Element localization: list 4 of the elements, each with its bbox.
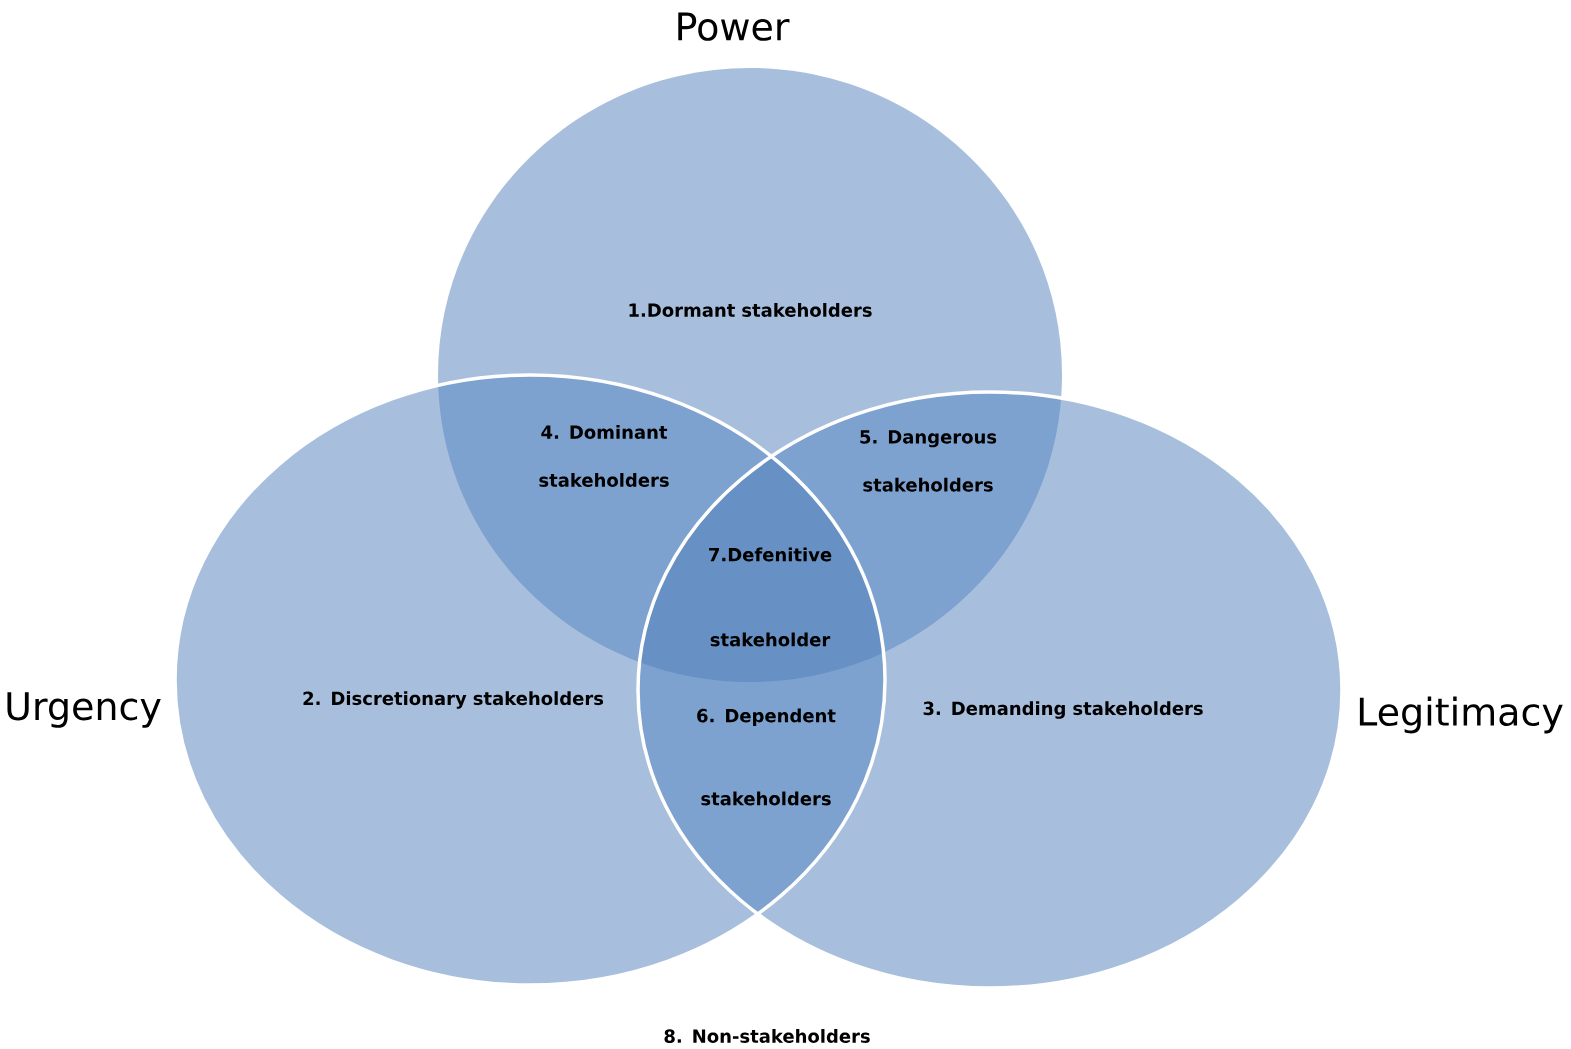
circle-title: Urgency (7, 692, 161, 728)
circle-title: Power (678, 12, 790, 41)
region-label: 8. Non-stakeholders (664, 1029, 870, 1043)
circle-title: Legitimacy (1359, 696, 1563, 734)
